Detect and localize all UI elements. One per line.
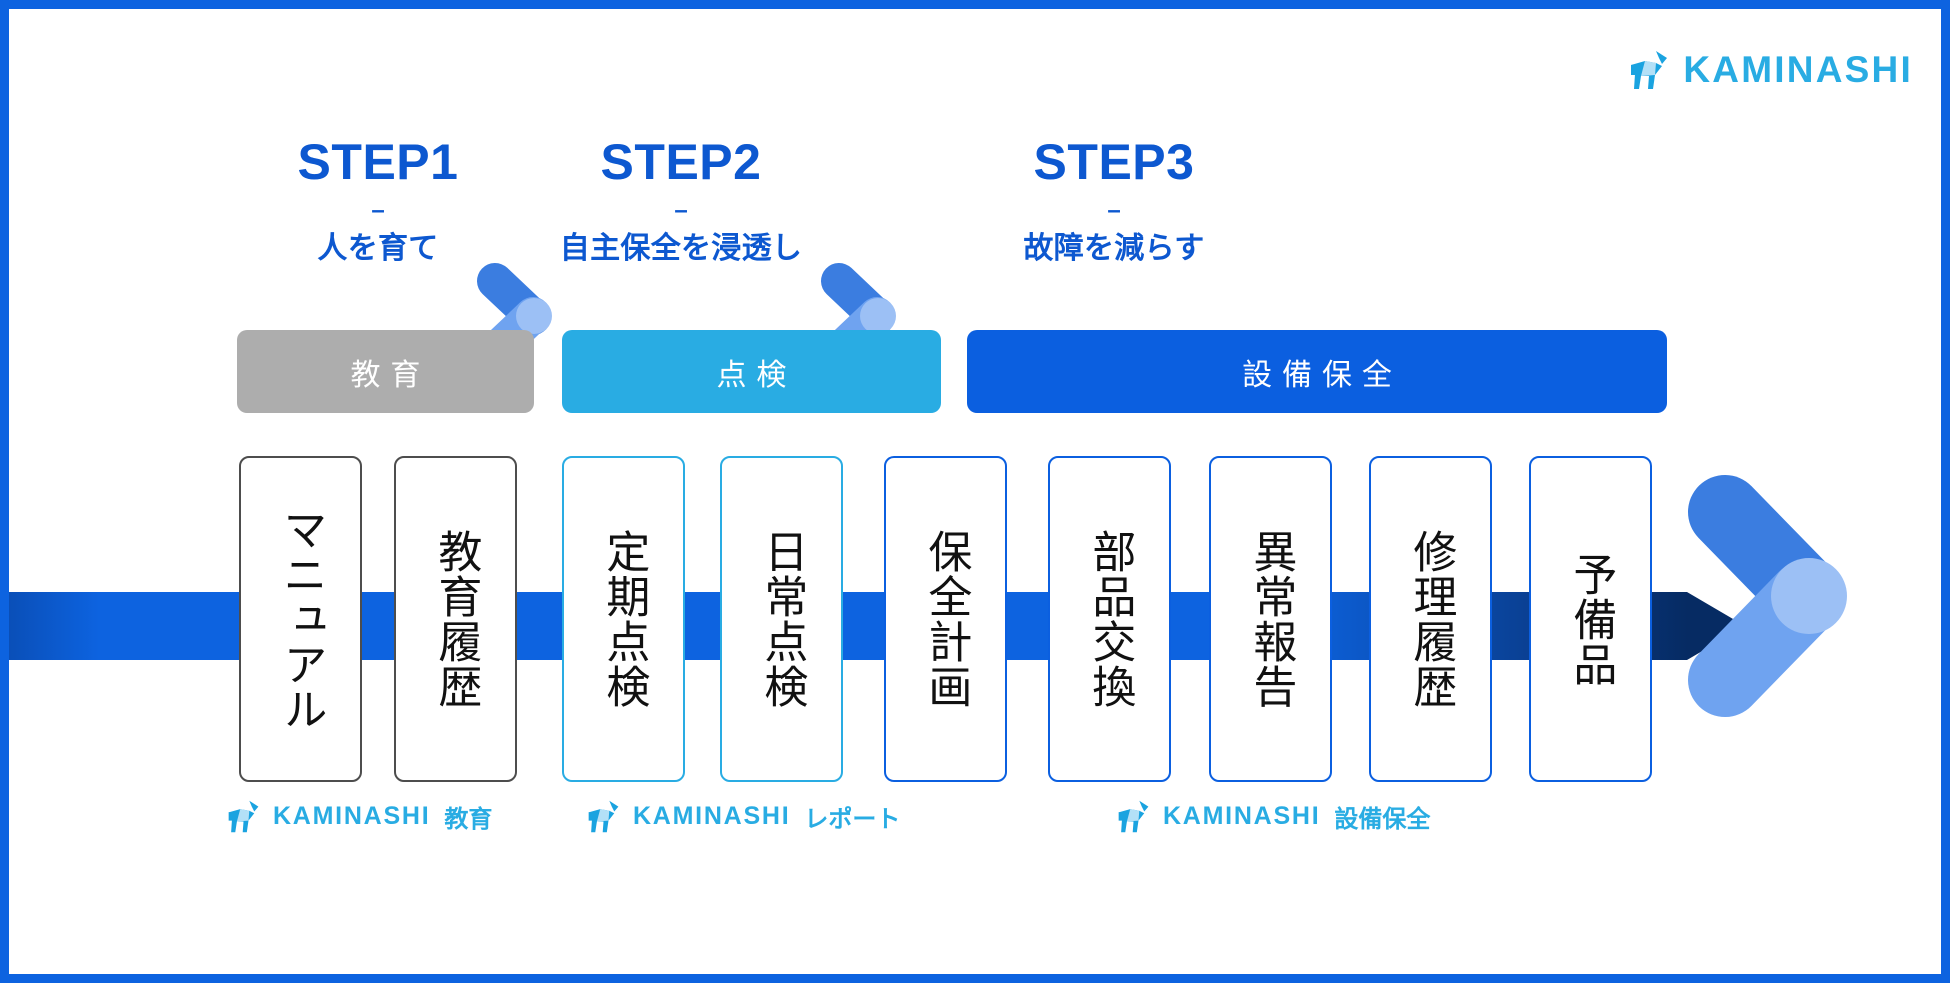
card-label: 修理履歴	[1405, 529, 1457, 709]
brand-suffix: 設備保全	[1334, 806, 1431, 833]
step-block-1: STEP1 – 人を育て	[213, 137, 543, 267]
step-title: STEP3	[1033, 134, 1195, 190]
card-label: 教育履歴	[430, 529, 482, 709]
card-spare-parts[interactable]: 予備品	[1529, 456, 1652, 782]
cards-row: マニュアル 教育履歴 定期点検 日常点検 保全計画 部品交換 異常報告 修理履歴…	[9, 456, 1941, 786]
step-block-2: STEP2 – 自主保全を浸透し	[516, 137, 846, 267]
card-label: 部品交換	[1084, 529, 1136, 709]
step-title: STEP2	[600, 134, 762, 190]
step-dash: –	[1107, 197, 1121, 224]
brand-wordmark: KAMINASHI	[633, 802, 791, 830]
card-label: 保全計画	[920, 529, 972, 709]
step-dash: –	[371, 197, 385, 224]
card-daily-inspection[interactable]: 日常点検	[720, 456, 843, 782]
brand-logo-report: KAMINASHI レポート	[587, 799, 900, 834]
brand-logo-education: KAMINASHI 教育	[227, 799, 492, 834]
footer-logos: KAMINASHI 教育 KAMINASHI レポート	[9, 799, 1941, 859]
goat-logo-icon	[587, 799, 625, 834]
goat-logo-icon	[1629, 49, 1675, 91]
brand-suffix: 教育	[444, 806, 493, 833]
brand-wordmark: KAMINASHI	[1163, 802, 1321, 830]
steps-row: STEP1 – 人を育て STEP2 – 自主保全を浸透し STEP3	[9, 137, 1941, 369]
brand-logo-maintenance: KAMINASHI 設備保全	[1117, 799, 1430, 834]
card-maintenance-plan[interactable]: 保全計画	[884, 456, 1007, 782]
brand-wordmark: KAMINASHI	[1683, 49, 1913, 90]
chevron-right-icon-large	[1681, 464, 1869, 734]
card-education-history[interactable]: 教育履歴	[394, 456, 517, 782]
category-bar-maintenance: 設備保全	[967, 330, 1667, 413]
category-bar-education: 教育	[237, 330, 534, 413]
goat-logo-icon	[1117, 799, 1155, 834]
card-parts-replacement[interactable]: 部品交換	[1048, 456, 1171, 782]
brand-suffix: レポート	[804, 806, 901, 833]
card-label: 異常報告	[1245, 529, 1297, 709]
card-periodic-inspection[interactable]: 定期点検	[562, 456, 685, 782]
card-label: マニュアル	[275, 506, 327, 732]
brand-logo-header: KAMINASHI	[1629, 49, 1913, 91]
step-block-3: STEP3 – 故障を減らす	[949, 137, 1279, 267]
category-bar-inspection: 点検	[562, 330, 941, 413]
step-title: STEP1	[297, 134, 459, 190]
card-anomaly-report[interactable]: 異常報告	[1209, 456, 1332, 782]
card-label: 定期点検	[598, 529, 650, 709]
step-subtitle: 自主保全を浸透し	[559, 232, 803, 265]
step-dash: –	[674, 197, 688, 224]
step-subtitle: 人を育て	[317, 232, 439, 265]
card-repair-history[interactable]: 修理履歴	[1369, 456, 1492, 782]
card-label: 予備品	[1565, 551, 1617, 687]
step-subtitle: 故障を減らす	[1023, 232, 1205, 265]
card-manual[interactable]: マニュアル	[239, 456, 362, 782]
card-label: 日常点検	[756, 529, 808, 709]
goat-logo-icon	[227, 799, 265, 834]
brand-wordmark: KAMINASHI	[273, 802, 431, 830]
